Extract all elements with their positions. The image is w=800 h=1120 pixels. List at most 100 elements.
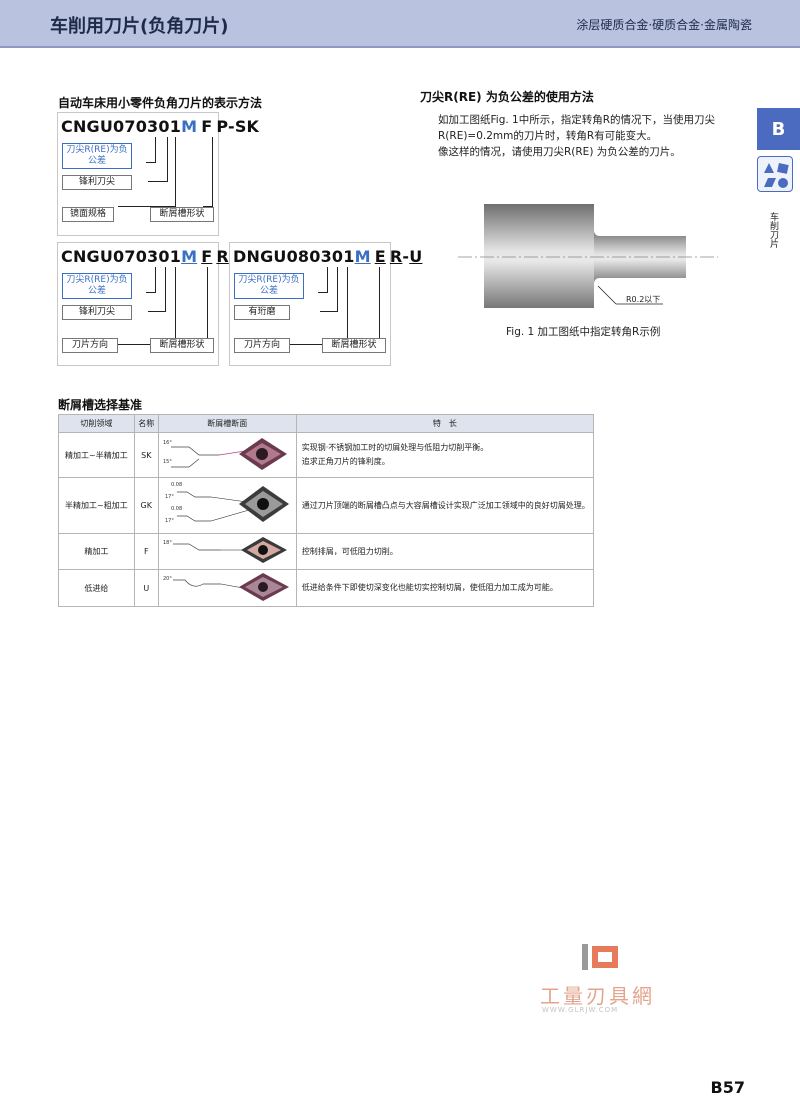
code-m: M (181, 247, 198, 266)
code-part: F (201, 117, 213, 136)
shaft-large (484, 204, 594, 308)
code-part: E (374, 247, 386, 266)
profile-line (176, 491, 211, 498)
page-header: 车削用刀片(负角刀片) 涂层硬质合金·硬质合金·金属陶瓷 (0, 0, 800, 48)
label-mirror-spec: 镜面规格 (62, 207, 114, 222)
profile-line (170, 446, 219, 456)
row-region: 精加工~半精加工 (58, 432, 135, 478)
connector (148, 267, 166, 312)
connector (148, 137, 168, 182)
row-region: 低进给 (58, 569, 135, 607)
profile-cell: 16° 15° (157, 432, 297, 478)
code-m: M (354, 247, 371, 266)
pointer-line (220, 583, 243, 589)
feature-line: 追求正角刀片的锋利度。 (301, 457, 390, 466)
feature-line: 实现钢·不锈钢加工时的切屑处理与低阻力切削平衡。 (301, 443, 489, 452)
row-feature: 低进给条件下即使切深变化也能切实控制切屑，使低阻力加工成为可能。 (295, 569, 595, 607)
profile-line (172, 579, 221, 587)
label-insert-direction: 刀片方向 (234, 338, 290, 353)
header-region: 切削领域 (58, 414, 135, 433)
angle-label: 16° (163, 440, 172, 446)
shaft-figure: R0.2以下 (458, 204, 718, 308)
chipbreaker-profile-gk: 0.08 17° 0.08 17° (165, 482, 289, 524)
code-part: R (389, 247, 403, 266)
profile-line (170, 458, 199, 468)
code-part: P (216, 117, 228, 136)
row-region: 半精加工~粗加工 (58, 477, 135, 534)
page-title: 车削用刀片(负角刀片) (50, 16, 229, 37)
connector (290, 267, 348, 345)
section-label-vertical: 车削刀片 (768, 212, 778, 248)
connector (198, 267, 208, 345)
angle-label: 18° (163, 540, 172, 546)
code-part: U (409, 247, 423, 266)
profile-cell: 18° (157, 533, 297, 570)
angle-label: 20° (163, 576, 172, 582)
row-region: 精加工 (58, 533, 135, 570)
profile-line (176, 515, 211, 522)
code-part: R (216, 247, 229, 266)
watermark-text: 工量刃具網 (540, 984, 655, 1008)
angle-label: 0.08 (171, 506, 182, 512)
insert-hole (255, 448, 268, 460)
usage-title: 刀尖R(RE) 为负公差的使用方法 (420, 90, 594, 104)
watermark-logo-icon (582, 944, 618, 970)
label-nose-radius: 刀尖R(RE)为负公差 (62, 143, 132, 169)
page-number: B57 (710, 1078, 745, 1097)
row-name: SK (133, 432, 159, 478)
row-name: GK (133, 477, 159, 534)
code-part: SK (234, 117, 260, 136)
table-row: 低进给 U 20° 低进给条件下即使切深变化也能切实控制切屑，使低阻力加工成为可… (58, 569, 595, 607)
connector (146, 137, 156, 163)
label-insert-direction: 刀片方向 (62, 338, 118, 353)
header-name: 名称 (133, 414, 159, 433)
chipbreaker-profile-u: 20° (163, 573, 289, 601)
angle-label: 17° (165, 494, 174, 500)
code-m: M (181, 117, 198, 136)
page-subtitle: 涂层硬质合金·硬质合金·金属陶瓷 (576, 18, 752, 32)
row-name: U (133, 569, 159, 607)
label-sharp-edge: 锋利刀尖 (62, 305, 132, 320)
insert-hole (257, 582, 268, 592)
angle-label: 17° (165, 518, 174, 524)
feature-line: 通过刀片顶端的断屑槽凸点与大容屑槽设计实现广泛加工领域中的良好切屑处理。 (301, 500, 590, 510)
code-part: F (201, 247, 213, 266)
connector (320, 267, 338, 312)
table-row: 精加工~半精加工 SK 16° 15° 实现钢·不锈钢加工时的切屑处理与低阻力切… (58, 432, 595, 478)
connector (118, 137, 176, 207)
label-nose-radius: 刀尖R(RE)为负公差 (62, 273, 132, 299)
angle-label: 15° (163, 459, 172, 465)
code-prefix: DNGU080301 (233, 247, 355, 266)
feature-line: 低进给条件下即使切深变化也能切实控制切屑，使低阻力加工成为可能。 (301, 583, 558, 592)
label-chipbreaker: 断屑槽形状 (150, 207, 214, 222)
connector (146, 267, 156, 293)
usage-text: 如加工图纸Fig. 1中所示，指定转角R的情况下，当使用刀尖 R(RE)=0.2… (438, 112, 738, 160)
row-name: F (133, 533, 159, 570)
selection-title: 断屑槽选择基准 (58, 398, 143, 412)
label-sharp-edge: 锋利刀尖 (62, 175, 132, 190)
profile-cell: 20° (157, 569, 297, 607)
connector (370, 267, 380, 345)
connector (318, 267, 328, 293)
corner-radius-label: R0.2以下 (626, 295, 660, 304)
usage-line: 如加工图纸Fig. 1中所示，指定转角R的情况下，当使用刀尖 (438, 114, 716, 126)
connector (203, 137, 213, 207)
section-tab-b[interactable]: B (757, 108, 800, 150)
chipbreaker-profile-sk: 16° 15° (163, 438, 287, 470)
row-feature: 控制排屑，可低阻力切削。 (295, 533, 595, 570)
label-nose-radius: 刀尖R(RE)为负公差 (234, 273, 304, 299)
table-header-row: 切削领域 名称 断屑槽断面 特 长 (58, 414, 595, 433)
header-profile: 断屑槽断面 (157, 414, 297, 433)
row-feature: 实现钢·不锈钢加工时的切屑处理与低阻力切削平衡。 追求正角刀片的锋利度。 (295, 432, 595, 478)
connector (118, 267, 176, 345)
watermark-url: WWW.GLRJW.COM (542, 1006, 619, 1014)
pointer-line (210, 509, 249, 522)
insert-hole (256, 498, 269, 510)
label-chipbreaker: 断屑槽形状 (322, 338, 386, 353)
header-feature: 特 长 (295, 414, 595, 433)
